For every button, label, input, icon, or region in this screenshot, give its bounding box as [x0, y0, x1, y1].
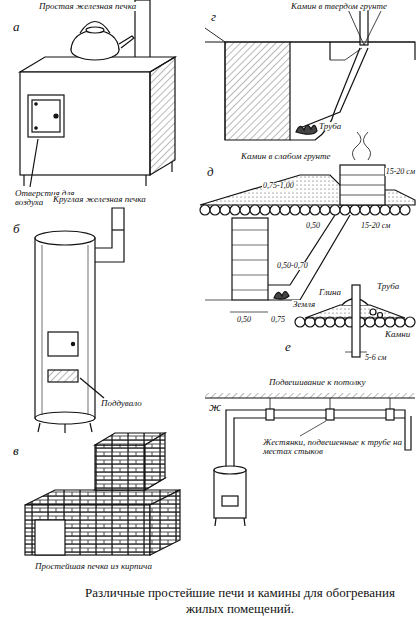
dimension: 15-20 см: [385, 168, 416, 176]
log-end: [370, 205, 380, 215]
suspended-pipe: [205, 393, 415, 526]
log-end: [320, 205, 330, 215]
part-name: Камни: [384, 330, 411, 339]
part-name: Камин в слабом грунте: [240, 152, 332, 161]
dimension: 5-6 см: [364, 354, 387, 362]
log-end: [200, 205, 210, 215]
panel-letter: б: [12, 222, 21, 236]
dimension: 0,75-1,00: [262, 182, 295, 190]
log-end: [210, 205, 220, 215]
part-name: Земля: [292, 300, 316, 309]
log-end: [250, 205, 260, 215]
log-end: [270, 205, 280, 215]
part-name: Камин в твердом грунте: [290, 2, 388, 11]
dimension: 0,50: [305, 222, 321, 230]
log-end: [400, 205, 410, 215]
fireplace-soft-ground: [200, 132, 415, 312]
dimension: 0,75: [270, 316, 286, 324]
part-name: Простая железная печка: [38, 2, 137, 11]
log-end: [240, 205, 250, 215]
part-name: Труба: [376, 282, 400, 291]
log-end: [340, 205, 350, 215]
panel-letter: г: [210, 10, 217, 24]
part-name: Подвешивание к потолку: [268, 378, 367, 387]
dimension: 15-20 см: [360, 222, 391, 230]
log-end: [390, 205, 400, 215]
panel-letter: е: [284, 340, 292, 354]
part-name: Труба: [318, 122, 342, 131]
brick-stove: [25, 433, 180, 555]
log-end: [290, 205, 300, 215]
log-end: [350, 205, 360, 215]
log-end: [300, 205, 310, 215]
fireplace-hard-ground: [205, 5, 415, 140]
part-name: Поддувало: [100, 399, 143, 408]
log-end: [310, 205, 320, 215]
box-stove: [20, 0, 175, 187]
log-end: [220, 205, 230, 215]
part-name: Жестянки, подвешенные к трубе на местах …: [262, 438, 404, 457]
log-end: [230, 205, 240, 215]
part-name: Глина: [318, 288, 342, 297]
panel-letter: ж: [208, 400, 222, 414]
log-end: [360, 205, 370, 215]
panel-letter: д: [206, 165, 215, 179]
log-end: [380, 205, 390, 215]
figure-caption: Различные простейшие печи и камины для о…: [70, 585, 410, 618]
dimension: 0,50: [236, 316, 252, 324]
panel-letter: а: [12, 20, 21, 34]
part-name: Простейшая печка из кирпича: [34, 562, 153, 571]
panel-letter: в: [12, 444, 20, 458]
log-end: [330, 205, 340, 215]
log-end: [280, 205, 290, 215]
pipe-section: [295, 285, 415, 357]
part-name: Круглая железная печка: [52, 195, 147, 204]
dimension: 0,50-0,70: [276, 262, 309, 270]
log-end: [405, 317, 415, 327]
log-end: [295, 317, 305, 327]
log-end: [260, 205, 270, 215]
